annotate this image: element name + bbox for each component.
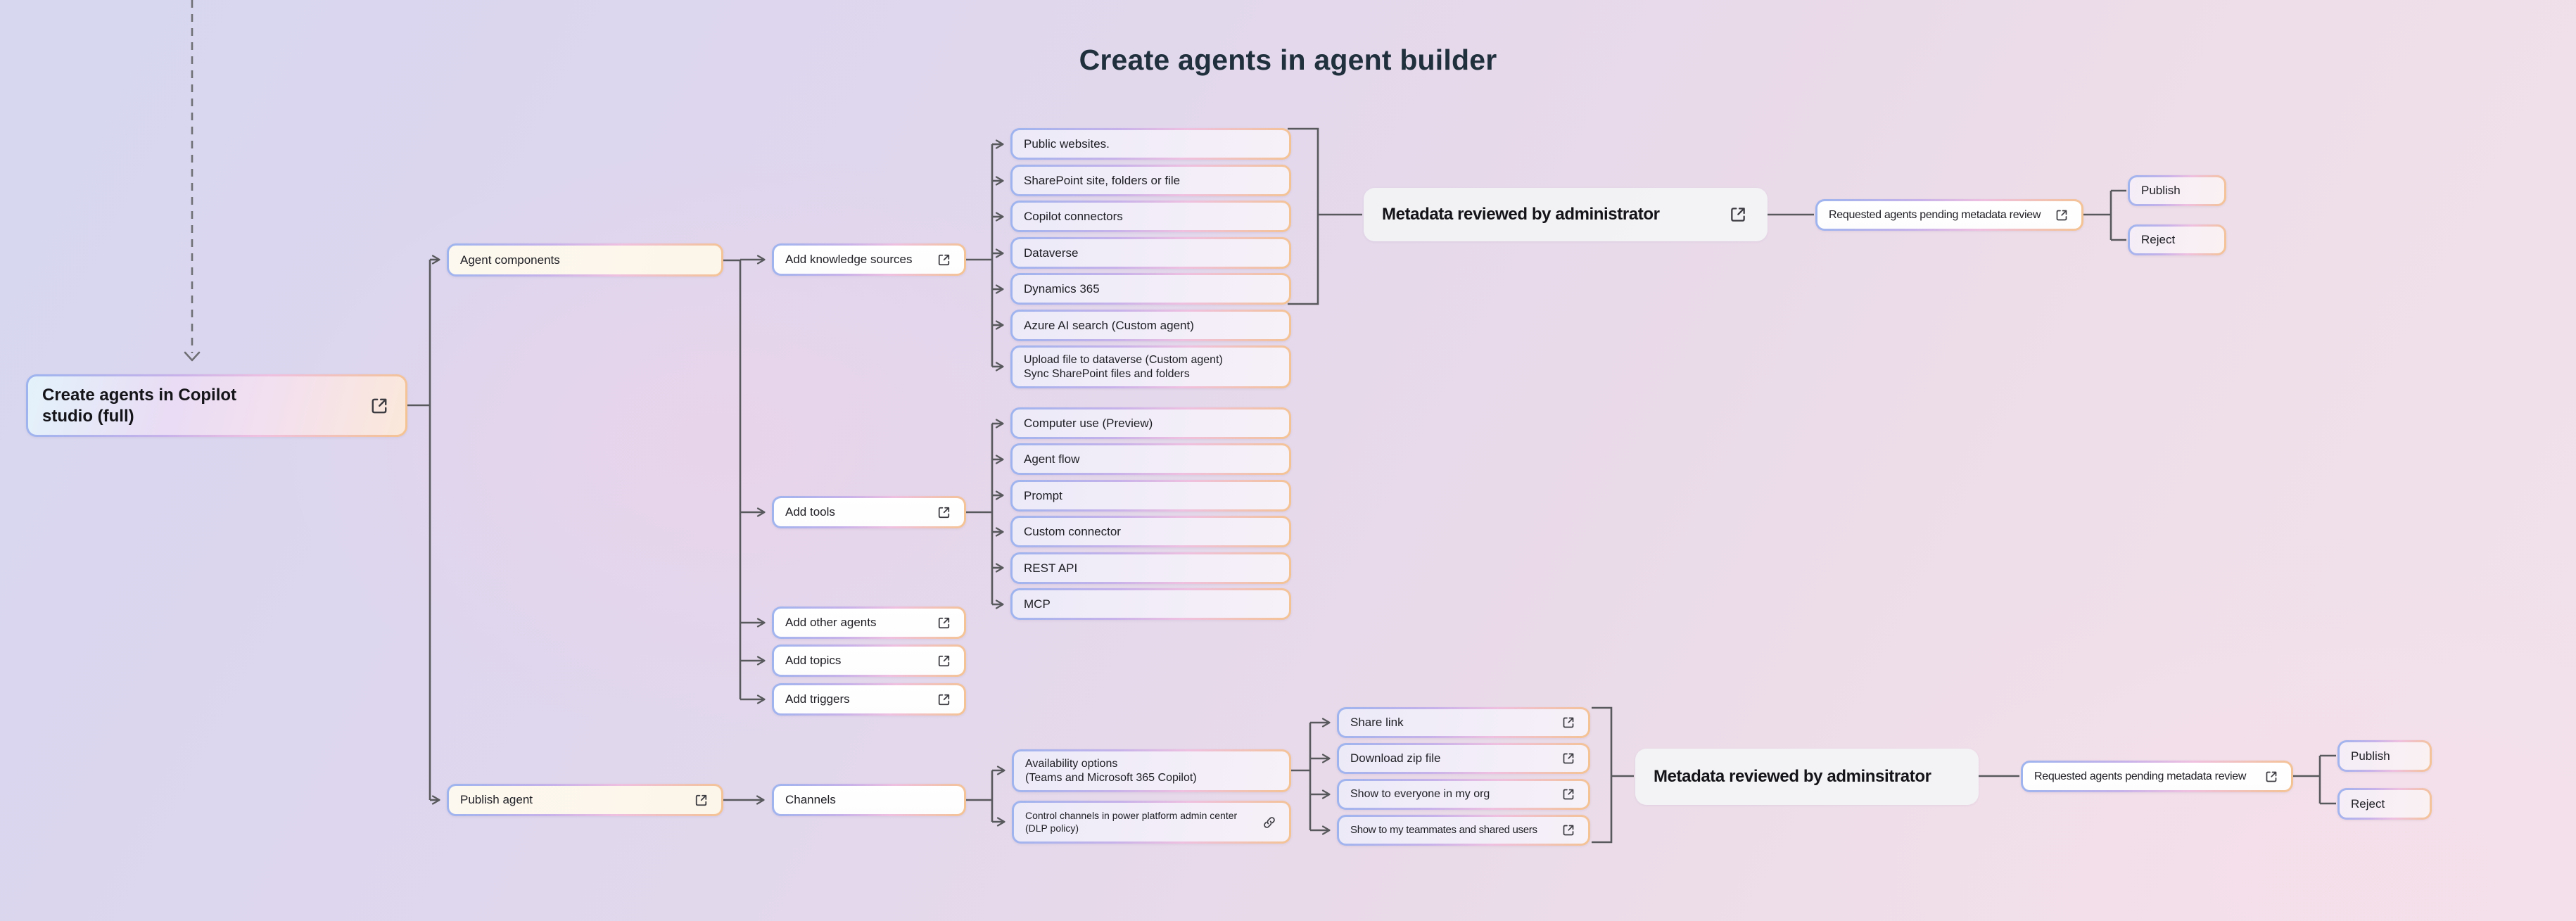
node-computer-use[interactable]: Computer use (Preview) <box>1010 407 1291 439</box>
node-label: Control channels in power platform admin… <box>1025 810 1238 834</box>
node-label: Computer use (Preview) <box>1024 416 1153 430</box>
node-share-link[interactable]: Share link <box>1337 707 1590 738</box>
node-reject-2[interactable]: Reject <box>2337 788 2432 820</box>
dashed-entry-arrowhead <box>184 351 201 362</box>
node-label: Reject <box>2351 796 2385 811</box>
node-metadata-review-2[interactable]: Metadata reviewed by adminsitrator <box>1635 749 1979 805</box>
node-upload-file-dataverse[interactable]: Upload file to dataverse (Custom agent) … <box>1010 345 1291 388</box>
node-azure-ai-search[interactable]: Azure AI search (Custom agent) <box>1010 310 1291 341</box>
node-label: Channels <box>785 793 836 807</box>
node-sharepoint[interactable]: SharePoint site, folders or file <box>1010 165 1291 196</box>
node-label: REST API <box>1024 561 1078 575</box>
node-public-websites[interactable]: Public websites. <box>1010 128 1291 160</box>
node-add-topics[interactable]: Add topics <box>772 644 966 677</box>
page-title: Create agents in agent builder <box>1079 44 1497 76</box>
node-label: Show to everyone in my org <box>1350 788 1490 800</box>
node-label: Custom connector <box>1024 524 1121 538</box>
node-label: Metadata reviewed by adminsitrator <box>1654 767 1931 786</box>
node-control-channels-dlp[interactable]: Control channels in power platform admin… <box>1012 801 1291 844</box>
node-show-teammates[interactable]: Show to my teammates and shared users <box>1337 815 1590 846</box>
node-label: Show to my teammates and shared users <box>1350 823 1537 836</box>
node-label: Publish <box>2351 749 2390 763</box>
node-label: Agent flow <box>1024 452 1080 466</box>
node-label: Share link <box>1350 716 1404 730</box>
node-label: Dataverse <box>1024 246 1079 260</box>
external-link-icon[interactable] <box>367 394 391 418</box>
external-link-icon[interactable] <box>1727 203 1749 226</box>
node-label: Add topics <box>785 654 842 668</box>
external-link-icon[interactable] <box>1560 822 1577 839</box>
node-publish-2[interactable]: Publish <box>2337 740 2432 772</box>
node-create-agents-copilot-studio[interactable]: Create agents in Copilot studio (full) <box>26 374 407 437</box>
node-publish-1[interactable]: Publish <box>2128 175 2226 206</box>
node-show-everyone[interactable]: Show to everyone in my org <box>1337 779 1590 810</box>
node-label: Public websites. <box>1024 136 1110 151</box>
node-label: Dynamics 365 <box>1024 281 1100 296</box>
external-link-icon[interactable] <box>935 251 953 269</box>
node-label: Publish agent <box>460 793 533 807</box>
node-dataverse[interactable]: Dataverse <box>1010 237 1291 269</box>
node-custom-connector[interactable]: Custom connector <box>1010 516 1291 547</box>
node-availability-options[interactable]: Availability options (Teams and Microsof… <box>1012 749 1291 792</box>
external-link-icon[interactable] <box>935 652 953 670</box>
node-add-triggers[interactable]: Add triggers <box>772 683 966 716</box>
node-copilot-connectors[interactable]: Copilot connectors <box>1010 201 1291 232</box>
external-link-icon[interactable] <box>935 691 953 709</box>
external-link-icon[interactable] <box>1560 786 1577 803</box>
node-dynamics-365[interactable]: Dynamics 365 <box>1010 273 1291 305</box>
node-add-knowledge-sources[interactable]: Add knowledge sources <box>772 243 966 276</box>
external-link-icon[interactable] <box>2053 207 2070 224</box>
node-add-other-agents[interactable]: Add other agents <box>772 606 966 639</box>
node-label: Add triggers <box>785 692 850 706</box>
node-label: SharePoint site, folders or file <box>1024 173 1181 187</box>
node-label: MCP <box>1024 597 1051 611</box>
node-label: Download zip file <box>1350 751 1441 766</box>
node-label: Requested agents pending metadata review <box>1829 208 2041 221</box>
node-metadata-review-1[interactable]: Metadata reviewed by administrator <box>1364 188 1768 241</box>
external-link-icon[interactable] <box>935 504 953 521</box>
node-agent-components[interactable]: Agent components <box>447 243 723 277</box>
node-label: Add other agents <box>785 616 877 630</box>
node-mcp[interactable]: MCP <box>1010 588 1291 620</box>
node-agent-flow[interactable]: Agent flow <box>1010 443 1291 475</box>
external-link-icon[interactable] <box>935 614 953 632</box>
node-rest-api[interactable]: REST API <box>1010 552 1291 584</box>
node-label: Metadata reviewed by administrator <box>1382 205 1660 224</box>
node-label: Create agents in Copilot studio (full) <box>42 385 237 426</box>
node-label: Availability options (Teams and Microsof… <box>1025 757 1197 784</box>
node-publish-agent[interactable]: Publish agent <box>447 784 723 816</box>
link-icon[interactable] <box>1261 814 1278 831</box>
node-label: Reject <box>2141 233 2176 247</box>
node-channels[interactable]: Channels <box>772 784 966 816</box>
node-prompt[interactable]: Prompt <box>1010 480 1291 512</box>
node-label: Azure AI search (Custom agent) <box>1024 318 1194 332</box>
node-add-tools[interactable]: Add tools <box>772 496 966 528</box>
node-label: Upload file to dataverse (Custom agent) … <box>1024 353 1223 380</box>
node-requested-agents-1[interactable]: Requested agents pending metadata review <box>1815 199 2083 231</box>
node-label: Publish <box>2141 184 2181 198</box>
node-reject-1[interactable]: Reject <box>2128 224 2226 255</box>
node-label: Agent components <box>460 253 560 267</box>
node-download-zip[interactable]: Download zip file <box>1337 743 1590 774</box>
external-link-icon[interactable] <box>2263 768 2280 785</box>
node-label: Copilot connectors <box>1024 209 1123 223</box>
node-requested-agents-2[interactable]: Requested agents pending metadata review <box>2021 761 2293 792</box>
node-label: Add knowledge sources <box>785 253 913 267</box>
node-label: Requested agents pending metadata review <box>2034 770 2247 782</box>
external-link-icon[interactable] <box>1560 714 1577 731</box>
external-link-icon[interactable] <box>692 792 710 809</box>
node-label: Add tools <box>785 505 835 519</box>
node-label: Prompt <box>1024 488 1062 502</box>
external-link-icon[interactable] <box>1560 750 1577 767</box>
